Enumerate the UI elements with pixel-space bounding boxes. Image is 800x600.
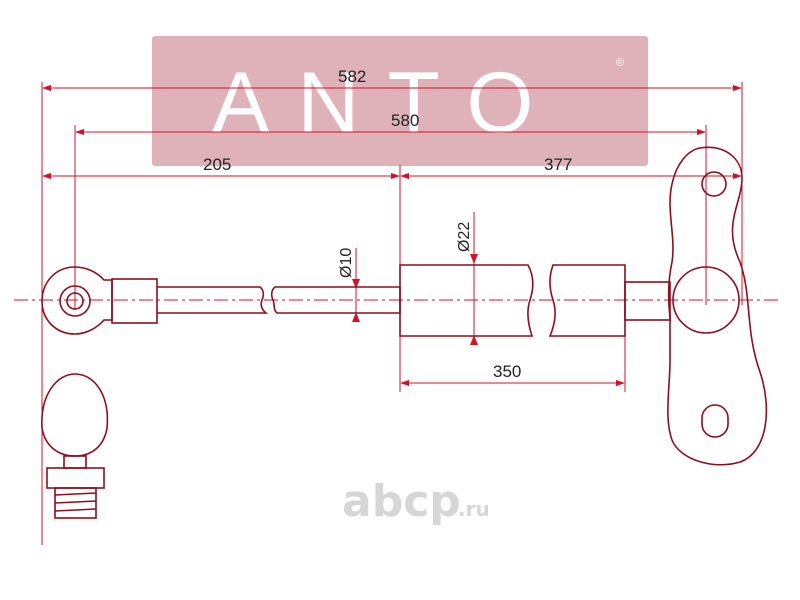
dimension-overall: 582 [42,67,742,92]
dimension-label-body-length: 350 [493,362,521,381]
dimension-label-overall: 582 [338,67,366,86]
right-bracket-fitting [624,146,768,466]
abcp-watermark-text: abcp [342,476,461,527]
registered-mark: ® [616,57,624,69]
dimension-body-section: 377 [400,155,742,180]
dimension-rod-diameter: Ø10 [338,248,360,322]
brand-banner: ANTO ® [152,36,648,166]
left-eye-fitting [41,266,158,335]
ball-stud [41,373,109,519]
cylinder-body [399,264,626,337]
abcp-watermark: abcp .ru [342,476,490,527]
dimension-body-length: 350 [400,362,625,387]
dimension-label-eye-to-eye: 580 [391,111,419,130]
dimension-eye-to-eye: 580 [75,111,706,136]
dimension-label-rod-section: 205 [203,155,231,174]
brand-logo-text: ANTO [212,55,561,151]
dimension-label-rod-diameter: Ø10 [338,248,355,278]
dimension-rod-section: 205 [42,155,400,180]
dimension-label-body-section: 377 [544,155,572,174]
dimension-body-diameter: Ø22 [456,212,478,345]
piston-rod [157,286,401,314]
abcp-watermark-suffix: .ru [458,497,490,521]
dimension-label-body-diameter: Ø22 [456,222,473,252]
